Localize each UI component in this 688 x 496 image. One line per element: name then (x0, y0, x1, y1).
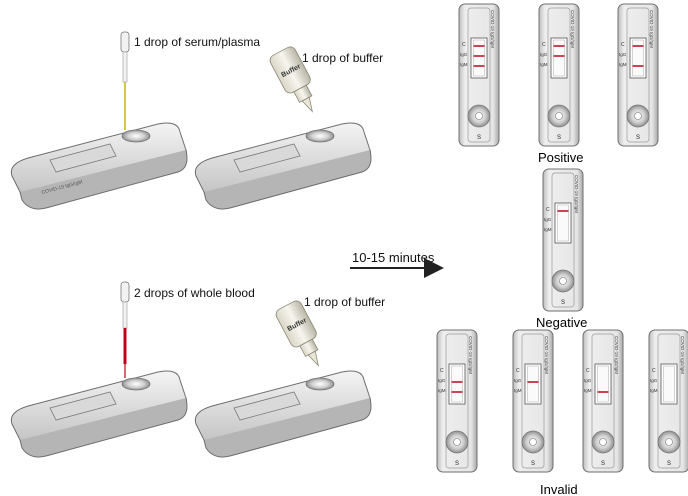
blood-drops-label: 2 drops of whole blood (134, 286, 255, 300)
result-negative-label: Negative (536, 315, 587, 330)
line-c-label: C (586, 368, 590, 374)
cassette-brand: COVID-19 IgG/IgM (680, 336, 685, 374)
test-line-c (473, 45, 485, 47)
well-label: S (477, 135, 481, 141)
test-line-igm (632, 65, 644, 67)
result-cassette-negative: COVID-19 IgG/IgM C IgG IgM S (542, 168, 584, 312)
cassette-brand: COVID-19 IgG/IgM (570, 10, 575, 48)
buffer-drop-label-bottom: 1 drop of buffer (304, 295, 385, 309)
line-igm-label: IgM (619, 62, 627, 67)
result-cassette-invalid: COVID-19 IgG/IgM C IgG IgM S (512, 329, 554, 473)
well-label: S (531, 461, 535, 467)
flat-cassette-blood (10, 370, 188, 458)
result-cassette-invalid: COVID-19 IgG/IgM C IgG IgM S (648, 329, 688, 473)
test-line-c (557, 210, 569, 212)
line-igm-label: IgM (514, 388, 522, 393)
result-cassette-invalid: COVID-19 IgG/IgM C IgG IgM S (582, 329, 624, 473)
line-igm-label: IgM (650, 388, 658, 393)
line-igm-label: IgM (540, 62, 548, 67)
line-c-label: C (546, 207, 550, 213)
line-c-label: C (516, 368, 520, 374)
flat-cassette-buffer-top (194, 122, 372, 210)
cassette-brand: COVID-19 IgG/IgM (574, 175, 579, 213)
timing-label: 10-15 minutes (352, 250, 435, 265)
test-line-igg (553, 55, 565, 57)
result-invalid-label: Invalid (540, 482, 578, 496)
line-igg-label: IgG (540, 52, 548, 57)
line-igg-label: IgG (619, 52, 627, 57)
line-c-label: C (652, 368, 656, 374)
line-igg-label: IgG (460, 52, 468, 57)
test-line-igg (527, 381, 539, 383)
flat-cassette-serum: COVID-19 IgG/IgM (10, 122, 188, 210)
line-igm-label: IgM (544, 227, 552, 232)
line-igm-label: IgM (584, 388, 592, 393)
well-label: S (601, 461, 605, 467)
flat-cassette-buffer-bottom (194, 370, 372, 458)
well-label: S (557, 135, 561, 141)
line-c-label: C (462, 42, 466, 48)
buffer-bottle-top-icon: Buffer (269, 46, 313, 113)
well-label: S (455, 461, 459, 467)
test-line-igg (451, 381, 463, 383)
well-label: S (667, 461, 671, 467)
well-label: S (561, 300, 565, 306)
result-cassette-positive: COVID-19 IgG/IgM C IgG IgM S (617, 3, 659, 147)
line-igm-label: IgM (460, 62, 468, 67)
line-igm-label: IgM (438, 388, 446, 393)
line-c-label: C (621, 42, 625, 48)
test-line-c (553, 45, 565, 47)
cassette-brand: COVID-19 IgG/IgM (649, 10, 654, 48)
test-line-c (632, 45, 644, 47)
buffer-bottle-bottom-icon: Buffer (275, 300, 319, 367)
cassette-brand: COVID-19 IgG/IgM (468, 336, 473, 374)
well-label: S (636, 135, 640, 141)
line-igg-label: IgG (514, 378, 522, 383)
line-c-label: C (440, 368, 444, 374)
blood-dropper-icon (120, 281, 130, 378)
test-line-igg (473, 55, 485, 57)
cassette-brand: COVID-19 IgG/IgM (614, 336, 619, 374)
test-line-igm (473, 65, 485, 67)
result-positive-label: Positive (538, 150, 584, 165)
line-igg-label: IgG (650, 378, 658, 383)
result-cassette-invalid: COVID-19 IgG/IgM C IgG IgM S (436, 329, 478, 473)
serum-drop-label: 1 drop of serum/plasma (134, 35, 260, 49)
line-igg-label: IgG (438, 378, 446, 383)
cassette-brand: COVID-19 IgG/IgM (490, 10, 495, 48)
test-line-igm (451, 391, 463, 393)
result-cassette-positive: COVID-19 IgG/IgM C IgG IgM S (538, 3, 580, 147)
serum-dropper-icon (120, 31, 130, 130)
test-line-igm (597, 391, 609, 393)
line-igg-label: IgG (584, 378, 592, 383)
cassette-brand: COVID-19 IgG/IgM (544, 336, 549, 374)
line-igg-label: IgG (544, 217, 552, 222)
buffer-drop-label-top: 1 drop of buffer (302, 51, 383, 65)
result-cassette-positive: COVID-19 IgG/IgM C IgG IgM S (458, 3, 500, 147)
line-c-label: C (542, 42, 546, 48)
